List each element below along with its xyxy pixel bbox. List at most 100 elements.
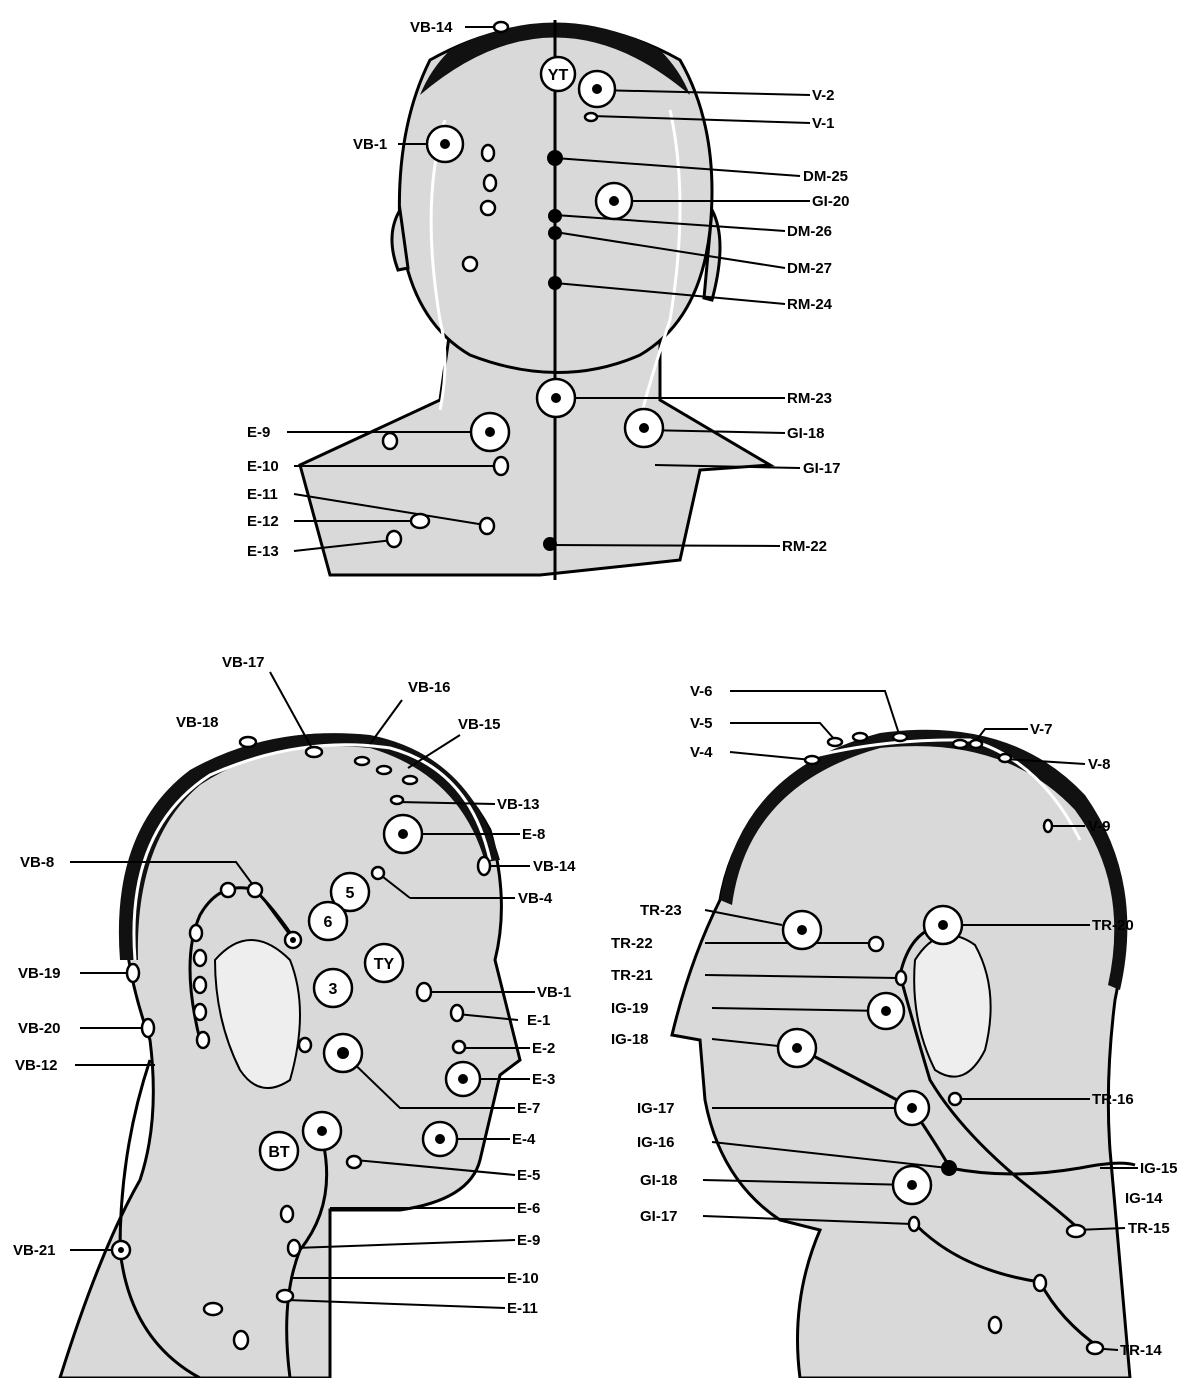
acupoint-marker bbox=[592, 84, 602, 94]
left-side-head-view: 5 6 3 TY BT VB-17 VB-16 VB-18 VB-15 VB-1… bbox=[13, 654, 576, 1378]
point-label: E-8 bbox=[522, 826, 545, 843]
acupoint-marker bbox=[1067, 1225, 1085, 1237]
region-label: TY bbox=[374, 956, 395, 973]
point-label: E-5 bbox=[517, 1167, 540, 1184]
acupoint-marker bbox=[907, 1180, 917, 1190]
acupoint-marker bbox=[585, 113, 597, 121]
acupoint-marker bbox=[194, 950, 206, 966]
acupoint-marker bbox=[484, 175, 496, 191]
acupoint-marker bbox=[398, 829, 408, 839]
point-label: E-10 bbox=[247, 458, 279, 475]
point-label: VB-20 bbox=[18, 1020, 61, 1037]
point-label: TR-21 bbox=[611, 967, 653, 984]
acupoint-marker bbox=[938, 920, 948, 930]
acupoint-marker bbox=[204, 1303, 222, 1315]
acupoint-marker bbox=[299, 1038, 311, 1052]
acupoint-marker bbox=[377, 766, 391, 774]
acupoint-marker bbox=[347, 1156, 361, 1168]
point-label: E-9 bbox=[247, 424, 270, 441]
point-label: VB-8 bbox=[20, 854, 54, 871]
point-label: VB-21 bbox=[13, 1242, 56, 1259]
point-label: GI-17 bbox=[640, 1208, 678, 1225]
acupoint-marker bbox=[190, 925, 202, 941]
point-label: RM-23 bbox=[787, 390, 832, 407]
point-label: V-5 bbox=[690, 715, 713, 732]
point-label: V-8 bbox=[1088, 756, 1111, 773]
acupoint-marker bbox=[639, 423, 649, 433]
point-label: IG-16 bbox=[637, 1134, 675, 1151]
acupoint-marker bbox=[907, 1103, 917, 1113]
acupoint-marker bbox=[792, 1043, 802, 1053]
acupoint-marker bbox=[999, 754, 1011, 762]
point-label: V-4 bbox=[690, 744, 713, 761]
point-label: DM-25 bbox=[803, 168, 848, 185]
acupoint-marker bbox=[482, 145, 494, 161]
point-label: VB-15 bbox=[458, 716, 501, 733]
acupoint-marker bbox=[411, 514, 429, 528]
region-label: 6 bbox=[324, 914, 333, 931]
acupoint-marker bbox=[970, 740, 982, 748]
acupoint-marker bbox=[869, 937, 883, 951]
acupoint-marker bbox=[317, 1126, 327, 1136]
acupoint-marker bbox=[478, 857, 490, 875]
point-label: GI-18 bbox=[787, 425, 825, 442]
point-label: E-3 bbox=[532, 1071, 555, 1088]
point-label: IG-14 bbox=[1125, 1190, 1163, 1207]
acupoint-marker bbox=[288, 1240, 300, 1256]
point-label: V-6 bbox=[690, 683, 713, 700]
point-label: TR-16 bbox=[1092, 1091, 1134, 1108]
point-label: V-1 bbox=[812, 115, 835, 132]
acupoint-marker bbox=[194, 1004, 206, 1020]
acupoint-marker bbox=[240, 737, 256, 747]
point-label: RM-24 bbox=[787, 296, 833, 313]
point-label: E-2 bbox=[532, 1040, 555, 1057]
point-label: E-10 bbox=[507, 1270, 539, 1287]
point-label: E-1 bbox=[527, 1012, 550, 1029]
acupoint-marker bbox=[548, 276, 562, 290]
point-label: IG-17 bbox=[637, 1100, 675, 1117]
point-label: E-11 bbox=[247, 486, 278, 503]
point-label: VB-4 bbox=[518, 890, 553, 907]
right-head-outline bbox=[672, 735, 1130, 1378]
acupoint-marker bbox=[440, 139, 450, 149]
acupoint-marker bbox=[896, 971, 906, 985]
acupoint-marker bbox=[949, 1093, 961, 1105]
point-label: TR-20 bbox=[1092, 917, 1134, 934]
acupoint-marker bbox=[797, 925, 807, 935]
point-label: DM-27 bbox=[787, 260, 832, 277]
acupoint-marker bbox=[435, 1134, 445, 1144]
acupoint-marker bbox=[453, 1041, 465, 1053]
region-label: BT bbox=[268, 1144, 290, 1161]
acupoint-marker bbox=[403, 776, 417, 784]
acupoint-marker bbox=[548, 209, 562, 223]
point-label: TR-22 bbox=[611, 935, 653, 952]
acupoint-marker bbox=[853, 733, 867, 741]
acupoint-marker bbox=[355, 757, 369, 765]
point-label: E-11 bbox=[507, 1300, 538, 1317]
point-label: E-6 bbox=[517, 1200, 540, 1217]
acupoint-marker bbox=[118, 1247, 124, 1253]
point-label: VB-12 bbox=[15, 1057, 58, 1074]
acupoint-marker bbox=[1087, 1342, 1103, 1354]
point-label: IG-18 bbox=[611, 1031, 649, 1048]
acupoint-marker bbox=[543, 537, 557, 551]
acupoint-marker bbox=[458, 1074, 468, 1084]
point-label: E-9 bbox=[517, 1232, 540, 1249]
acupoint-marker bbox=[893, 733, 907, 741]
acupoint-marker bbox=[194, 977, 206, 993]
acupoint-marker bbox=[548, 226, 562, 240]
acupoint-marker bbox=[451, 1005, 463, 1021]
point-label: VB-14 bbox=[410, 19, 453, 36]
point-label: GI-20 bbox=[812, 193, 850, 210]
acupoint-marker bbox=[234, 1331, 248, 1349]
acupoint-marker bbox=[290, 937, 296, 943]
point-label: VB-1 bbox=[353, 136, 387, 153]
point-label: RM-22 bbox=[782, 538, 827, 555]
acupoint-marker bbox=[277, 1290, 293, 1302]
acupoint-marker bbox=[547, 150, 563, 166]
point-label: VB-18 bbox=[176, 714, 219, 731]
acupoint-marker bbox=[494, 22, 508, 32]
point-label: GI-17 bbox=[803, 460, 841, 477]
acupoint-marker bbox=[337, 1047, 349, 1059]
acupoint-marker bbox=[281, 1206, 293, 1222]
